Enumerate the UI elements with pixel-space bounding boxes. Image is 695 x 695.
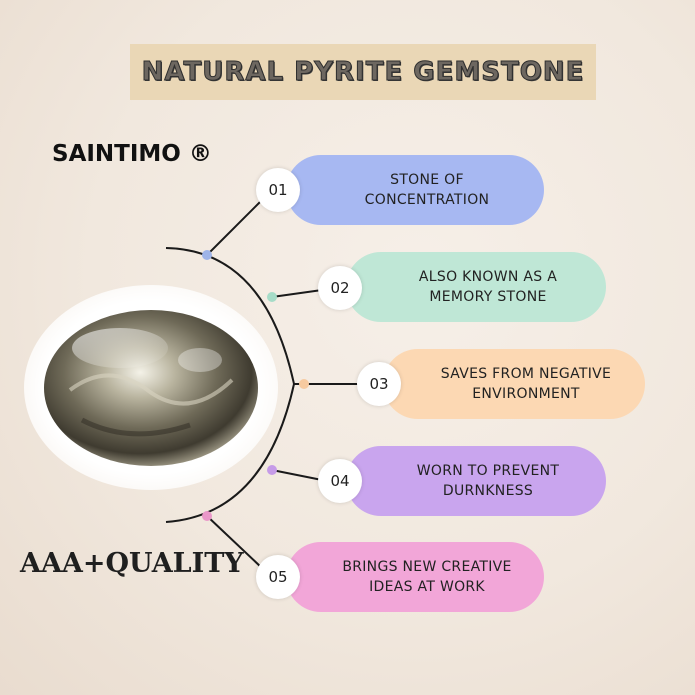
title-banner: NATURAL PYRITE GEMSTONE [130,44,596,100]
step-2-pill: ALSO KNOWN AS A MEMORY STONE [346,252,606,322]
step-5-text: BRINGS NEW CREATIVE IDEAS AT WORK [342,559,512,595]
step-1-number: 01 [256,168,300,212]
step-4-number: 04 [318,459,362,503]
step-1-text: STONE OF CONCENTRATION [364,172,490,208]
dot-4 [267,465,277,475]
branch-line-5 [206,515,263,569]
step-4-pill: WORN TO PREVENT DURNKNESS [346,446,606,516]
quality-label: AAA+QUALITY [20,548,244,579]
step-3-number: 03 [357,362,401,406]
step-5-pill: BRINGS NEW CREATIVE IDEAS AT WORK [286,542,544,612]
brand-name: SAINTIMO ® [52,141,212,167]
step-3-text: SAVES FROM NEGATIVE ENVIRONMENT [440,366,612,402]
dot-2 [267,292,277,302]
pyrite-stone-image [44,310,258,466]
step-3-pill: SAVES FROM NEGATIVE ENVIRONMENT [383,349,645,419]
step-2-number: 02 [318,266,362,310]
dot-5 [202,511,212,521]
dot-1 [202,250,212,260]
step-1-pill: STONE OF CONCENTRATION [286,155,544,225]
step-2-text: ALSO KNOWN AS A MEMORY STONE [418,269,558,305]
step-4-text: WORN TO PREVENT DURNKNESS [416,463,560,499]
branch-line-2 [271,289,323,298]
step-5-number: 05 [256,555,300,599]
branch-line-4 [271,469,323,481]
banner-title: NATURAL PYRITE GEMSTONE [141,57,585,88]
dot-3 [299,379,309,389]
branch-line-1 [206,199,263,256]
